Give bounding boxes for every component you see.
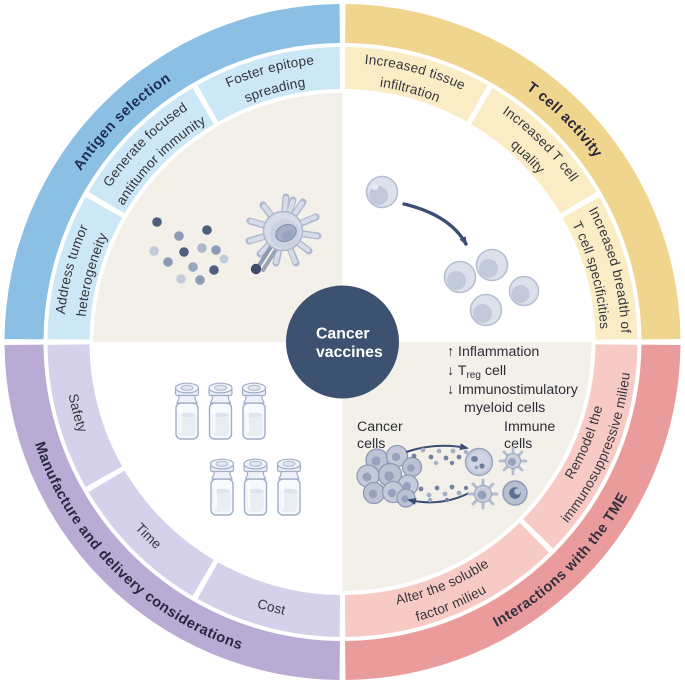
treg-subscript: reg — [466, 370, 480, 381]
ring-t-cell-activity — [345, 4, 681, 340]
tme-effect-line4: myeloid cells — [464, 400, 545, 416]
center-label-line2: vaccines — [316, 344, 383, 361]
trafficking-arrow-icon — [402, 202, 468, 246]
t-cell-icon — [365, 175, 399, 209]
vaccine-vial-icon — [209, 458, 235, 517]
antigen-dot — [197, 243, 207, 253]
antigen-dot — [202, 225, 212, 235]
antigen-dot — [211, 245, 221, 255]
vaccine-vial-icon — [241, 382, 267, 441]
antigen-dot — [195, 275, 205, 285]
segment-foster-epitope-spreading — [197, 47, 341, 122]
tcell-illustration — [365, 175, 540, 327]
cancer-cells-label: Cancer — [357, 419, 403, 435]
segment-cost — [197, 562, 341, 637]
svg-text:cells: cells — [357, 436, 385, 452]
segment-increased-breadth-of-t-cell-specificities — [562, 196, 638, 340]
vaccine-vial-icon — [276, 458, 302, 517]
label-cost-line1: Cost — [256, 596, 287, 618]
antigen-dots — [149, 217, 229, 285]
center-label-line1: Cancer — [316, 326, 370, 343]
secreted-factor-dots — [411, 447, 469, 503]
antigen-dot — [176, 274, 186, 284]
tme-effect-line1: ↑ Inflammation — [447, 344, 539, 360]
dendritic-immune-cell-icon — [467, 478, 499, 510]
center-circle: Cancer vaccines — [286, 285, 399, 399]
antigen-dot — [179, 247, 189, 257]
interior-antigen-selection — [93, 93, 343, 342]
macrophage-icon — [464, 447, 494, 477]
antigen-illustration — [149, 193, 322, 285]
antigen-dot — [188, 262, 198, 272]
vaccine-vial-icon — [174, 382, 200, 441]
tme-effect-line2: ↓ Treg cell — [447, 363, 506, 381]
monocyte-icon — [502, 480, 528, 506]
dendritic-cell-icon — [245, 193, 322, 275]
segment-increased-t-cell-quality — [471, 87, 597, 214]
crosstalk-arrow-right-icon — [405, 443, 469, 453]
dendritic-immune-cell-icon — [498, 446, 528, 476]
antigen-dot — [152, 217, 162, 227]
tme-illustration: ↑ Inflammation ↓ Treg cell ↓ Immunostimu… — [356, 344, 579, 510]
antigen-dot — [174, 231, 184, 241]
segment-time — [88, 470, 214, 597]
ring-manufacture-and-delivery-considerations — [4, 344, 340, 680]
segment-address-tumor-heterogeneity — [47, 196, 123, 340]
immune-cells-label: Immune — [504, 419, 555, 435]
segment-increased-tissue-infiltration — [344, 47, 488, 122]
segment-generate-focused-antitumor-immunity — [88, 87, 214, 214]
tme-effect-line3: ↓ Immunostimulatory — [447, 382, 579, 398]
segment-alter-the-soluble-factor-milieu — [344, 522, 550, 637]
vaccine-vial-icon — [242, 458, 269, 517]
antigen-dot — [219, 254, 229, 264]
segment-remodel-the-immunosuppressive-milieu — [523, 344, 638, 549]
svg-text:cells: cells — [504, 436, 532, 452]
tumor-cell-nuclei — [362, 452, 415, 503]
ring-interactions-with-the-tme — [345, 344, 681, 680]
antigen-dot — [163, 257, 173, 267]
segment-safety — [47, 344, 123, 488]
crosstalk-arrow-left-icon — [407, 492, 470, 505]
antigen-dot — [209, 265, 219, 275]
vaccine-vial-icon — [207, 382, 234, 441]
antigen-dot — [149, 246, 159, 256]
ring-antigen-selection — [4, 4, 340, 340]
t-cell-cluster-icon — [443, 248, 540, 327]
